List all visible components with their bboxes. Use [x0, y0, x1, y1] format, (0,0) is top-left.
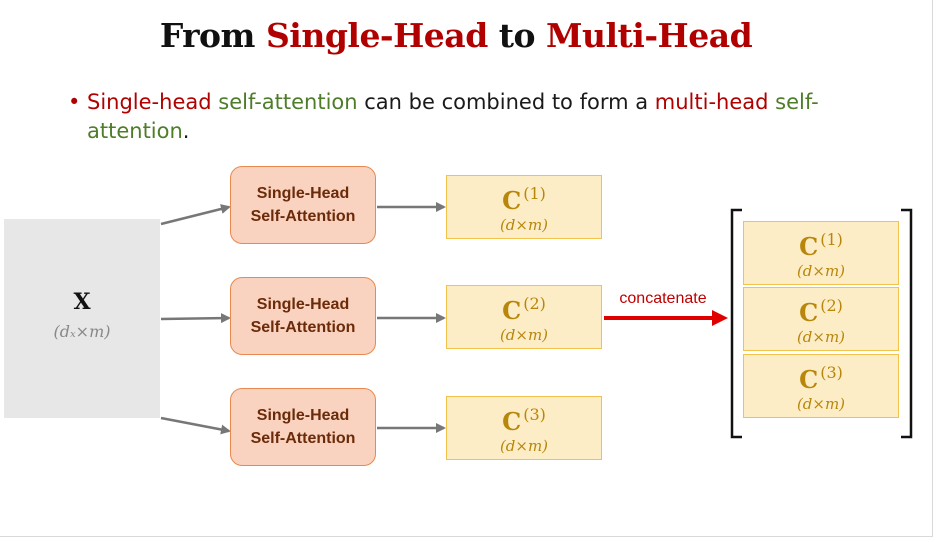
- stacked-c1: C(1) (d×m): [743, 221, 899, 285]
- stacked-c1-superscript: (1): [820, 230, 843, 249]
- head-2-line-2: Self-Attention: [250, 319, 356, 336]
- stacked-c1-letter: C: [799, 232, 819, 261]
- output-c2-letter: C: [502, 296, 522, 325]
- output-c3-dimension: (d×m): [499, 437, 549, 455]
- stacked-c2-letter: C: [799, 298, 819, 327]
- bullet-point: • Single-head self-attention can be comb…: [68, 88, 848, 146]
- stacked-c3-superscript: (3): [820, 363, 843, 382]
- stacked-c2-superscript: (2): [820, 296, 843, 315]
- head-3-line-1: Single-Head: [256, 407, 350, 424]
- bullet-seg-5: multi-head: [654, 90, 769, 114]
- input-dimension: (dₓ×m): [53, 322, 111, 341]
- stacked-c2: C(2) (d×m): [743, 287, 899, 351]
- output-c2: C(2) (d×m): [446, 285, 602, 349]
- head-1-line-2: Self-Attention: [250, 208, 356, 225]
- bullet-seg-7: .: [182, 119, 190, 143]
- output-c1: C(1) (d×m): [446, 175, 602, 239]
- bullet-seg-1: Single-head: [87, 90, 212, 114]
- output-c3-letter: C: [502, 407, 522, 436]
- arrow-x-to-head-2: [160, 313, 231, 324]
- bullet-marker: •: [68, 90, 81, 114]
- stacked-c2-dimension: (d×m): [796, 328, 846, 346]
- stacked-c1-dimension: (d×m): [796, 262, 846, 280]
- single-head-block-3: Single-Head Self-Attention: [230, 388, 376, 466]
- input-matrix-x: X (dₓ×m): [4, 219, 160, 418]
- title-part-4: Multi-Head: [546, 16, 753, 55]
- stacked-c3-letter: C: [799, 365, 819, 394]
- bullet-seg-6: self-attention: [87, 90, 819, 143]
- stacked-c3-dimension: (d×m): [796, 395, 846, 413]
- output-c2-superscript: (2): [523, 294, 546, 313]
- stacked-c1-symbol: C(1): [744, 226, 898, 261]
- arrows-layer: [160, 202, 913, 439]
- input-label: X: [73, 289, 91, 315]
- stacked-c3: C(3) (d×m): [743, 354, 899, 418]
- stacked-c3-symbol: C(3): [744, 359, 898, 394]
- single-head-block-1: Single-Head Self-Attention: [230, 166, 376, 244]
- head-2-line-1: Single-Head: [256, 296, 350, 313]
- concatenate-label: concatenate: [619, 290, 707, 307]
- slide-title: From Single-Head to Multi-Head: [0, 16, 912, 55]
- head-3-line-2: Self-Attention: [250, 430, 356, 447]
- output-c2-symbol: C(2): [447, 290, 601, 325]
- output-c1-symbol: C(1): [447, 180, 601, 215]
- output-c3: C(3) (d×m): [446, 396, 602, 460]
- output-c1-dimension: (d×m): [499, 216, 549, 234]
- right-bracket: [901, 208, 913, 439]
- bullet-seg-3: self-attention: [218, 90, 358, 114]
- output-c2-dimension: (d×m): [499, 326, 549, 344]
- single-head-block-2: Single-Head Self-Attention: [230, 277, 376, 355]
- title-part-2: Single-Head: [265, 16, 488, 55]
- arrow-x-to-head-1: [160, 204, 231, 226]
- output-c3-superscript: (3): [523, 405, 546, 424]
- bullet-text: Single-head self-attention can be combin…: [68, 88, 848, 146]
- output-c1-letter: C: [502, 186, 522, 215]
- output-c1-superscript: (1): [523, 184, 546, 203]
- arrow-x-to-head-3: [160, 416, 231, 435]
- output-c3-symbol: C(3): [447, 401, 601, 436]
- stacked-c2-symbol: C(2): [744, 292, 898, 327]
- head-1-line-1: Single-Head: [256, 185, 350, 202]
- bullet-seg-4: can be combined to form a: [357, 90, 655, 114]
- title-part-3: to: [487, 16, 546, 55]
- left-bracket: [730, 208, 742, 439]
- title-part-1: From: [159, 16, 266, 55]
